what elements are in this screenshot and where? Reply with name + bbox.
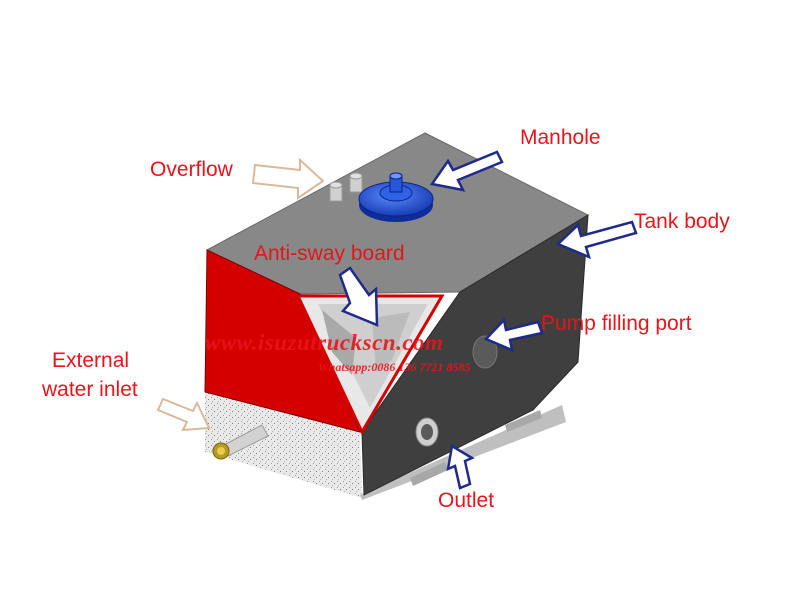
watermark-site: www.isuzutruckscn.com — [205, 330, 444, 355]
tank-body-arrow — [555, 220, 638, 260]
label-outlet: Outlet — [438, 489, 495, 512]
manhole-cover — [358, 172, 434, 222]
overflow-pipes — [329, 172, 363, 202]
outlet-arrow — [446, 443, 475, 490]
external-inlet-arrow — [156, 397, 211, 432]
tank-left-wall — [204, 249, 361, 433]
support-blocks — [410, 410, 542, 486]
label-tank-body: Tank body — [634, 210, 730, 233]
pump-filling-port — [472, 335, 498, 369]
outlet-flange — [415, 417, 439, 447]
anti-sway-board-panel — [322, 310, 356, 375]
label-manhole: Manhole — [520, 126, 601, 149]
overflow-arrow — [251, 157, 325, 200]
tank-base-strip — [205, 392, 362, 498]
label-external-line-1: External — [52, 349, 130, 372]
anti-sway-arrow — [338, 266, 379, 327]
anti-sway-board-panel-2 — [372, 312, 410, 372]
label-external-line-2: water inlet — [42, 378, 138, 401]
manhole-arrow — [429, 150, 504, 192]
label-pump-filling-port: Pump filling port — [541, 312, 692, 335]
watermark-contact: Whatsapp:0086 136 7721 8585 — [318, 360, 471, 374]
label-anti-sway-board: Anti-sway board — [254, 242, 405, 265]
pump-filling-arrow — [483, 317, 544, 353]
label-overflow: Overflow — [150, 158, 233, 181]
external-water-inlet-pipe — [212, 424, 269, 460]
